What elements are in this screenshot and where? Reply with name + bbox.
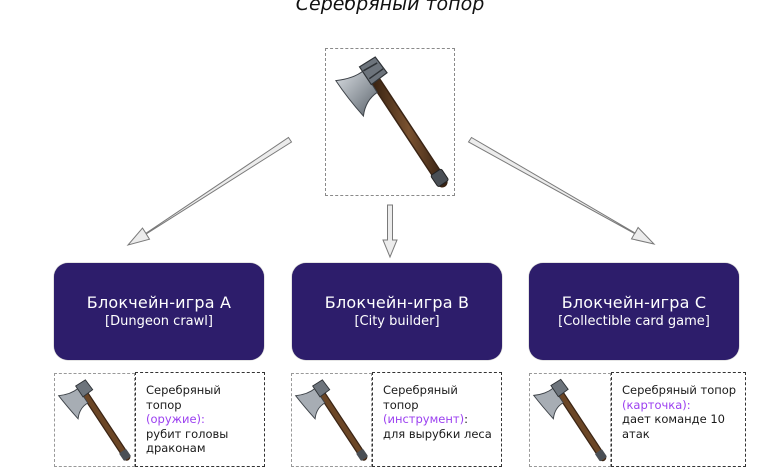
axe-icon: [57, 379, 131, 461]
item-name: Серебряный топор: [622, 383, 737, 397]
game-name: Блокчейн-игра A: [86, 293, 232, 312]
axe-icon: [294, 379, 368, 461]
item-description-c: Серебряный топор (карточка): дает команд…: [611, 372, 746, 467]
item-role: (оружие):: [146, 412, 205, 426]
axe-icon: [334, 56, 449, 188]
game-genre: [City builder]: [354, 314, 440, 329]
item-thumbnail-a: [54, 373, 135, 467]
item-effect: рубит головы драконам: [146, 426, 229, 456]
item-effect: дает команде 10 атак: [622, 412, 725, 441]
item-thumbnail-b: [291, 373, 372, 467]
item-thumbnail-c: [529, 373, 611, 467]
axe-icon: [532, 378, 607, 462]
item-effect: для вырубки леса: [383, 426, 492, 441]
item-description-b: Серебряный топор (инструмент): для выруб…: [372, 372, 502, 467]
game-genre: [Dungeon crawl]: [105, 314, 213, 329]
item-description-a: Серебряный топор (оружие): рубит головы …: [135, 372, 265, 467]
game-name: Блокчейн-игра B: [324, 293, 470, 312]
item-role: (карточка):: [622, 397, 691, 412]
game-name: Блокчейн-игра C: [561, 293, 707, 312]
game-genre: [Collectible card game]: [558, 314, 710, 329]
item-role: (инструмент): [383, 412, 465, 426]
item-name: Серебряный топор: [146, 383, 221, 412]
arrow-to-game-b: [382, 204, 398, 259]
item-name: Серебряный топор: [383, 383, 458, 412]
game-box-c: Блокчейн-игра C [Collectible card game]: [529, 263, 739, 360]
silver-axe-image: [325, 48, 455, 196]
game-box-b: Блокчейн-игра B [City builder]: [292, 263, 502, 360]
arrow-to-game-a: [126, 136, 293, 246]
arrow-to-game-c: [467, 136, 656, 245]
item-title: Серебряный топор: [295, 0, 485, 15]
game-box-a: Блокчейн-игра A [Dungeon crawl]: [54, 263, 264, 360]
item-role-suffix: :: [464, 412, 468, 426]
